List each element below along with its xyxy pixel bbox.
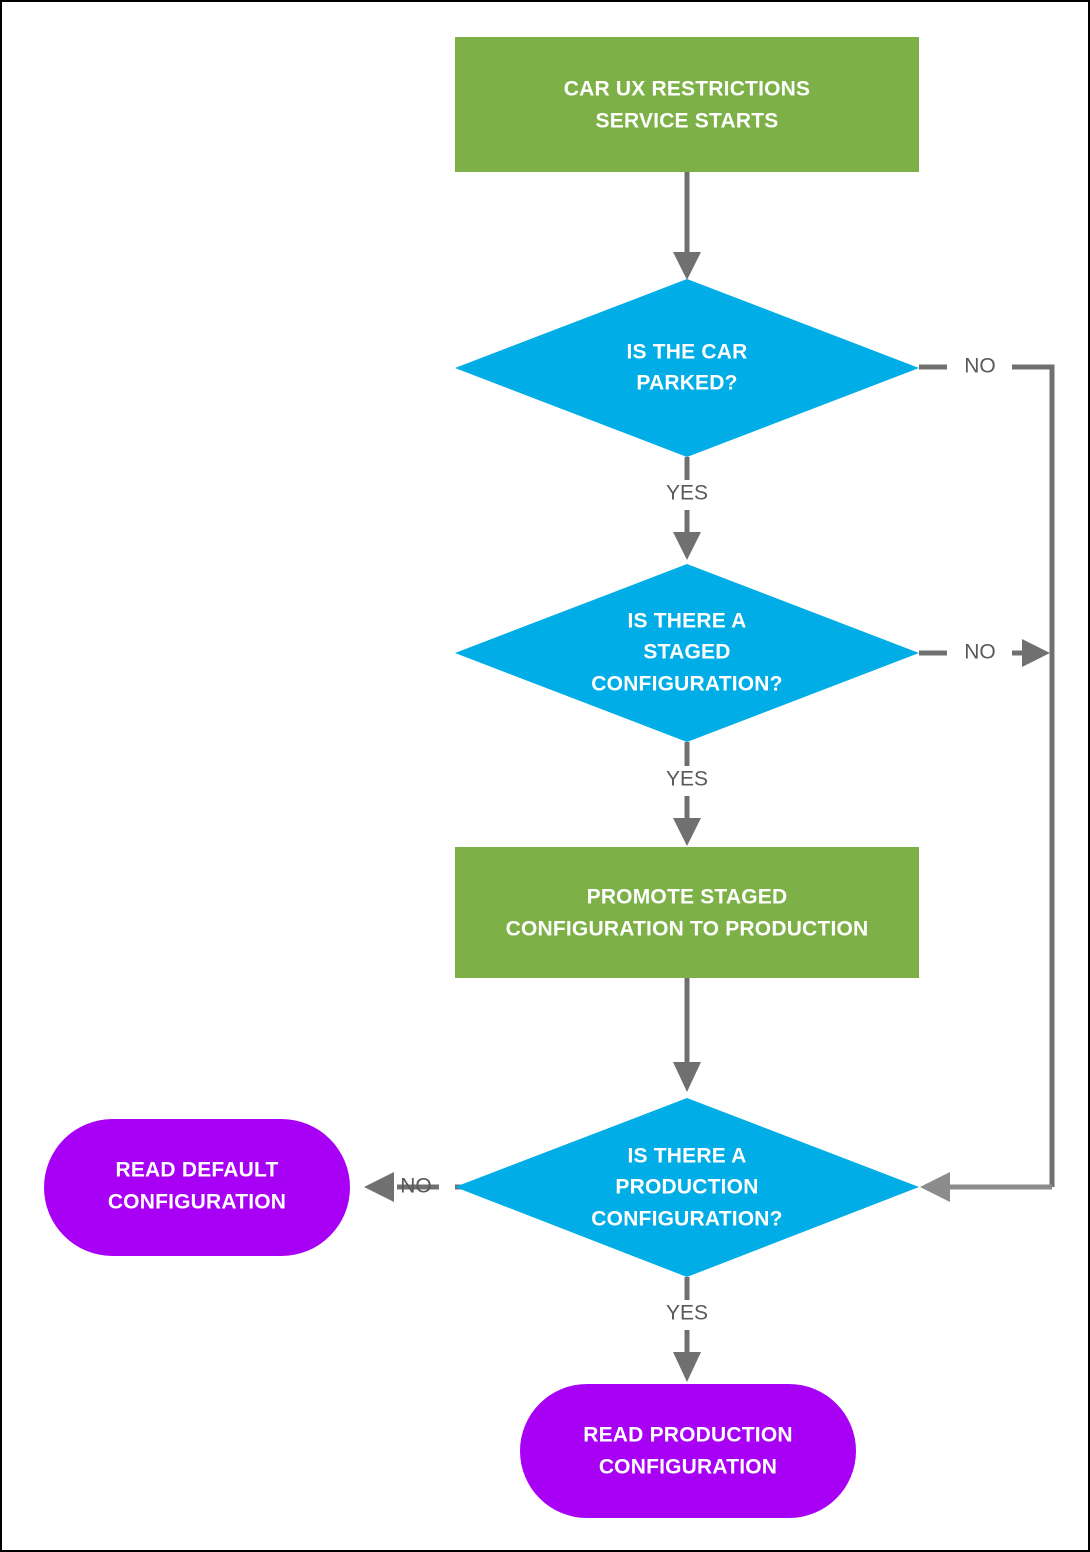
edge-parked-yes: YES bbox=[666, 457, 708, 560]
edge-label-parked-no: NO bbox=[964, 355, 996, 378]
node-decision-staged[interactable]: IS THERE A STAGED CONFIGURATION? bbox=[455, 564, 919, 742]
node-decision-production-line2: PRODUCTION bbox=[615, 1176, 758, 1199]
edge-production-no: NO bbox=[364, 1172, 469, 1202]
arrowhead-parked-yes bbox=[673, 532, 701, 560]
arrowhead-production-yes bbox=[673, 1352, 701, 1382]
node-decision-staged-shape[interactable] bbox=[455, 564, 919, 742]
node-decision-production[interactable]: IS THERE A PRODUCTION CONFIGURATION? bbox=[455, 1098, 919, 1277]
node-read-production[interactable]: READ PRODUCTION CONFIGURATION bbox=[520, 1384, 856, 1518]
edge-staged-yes: YES bbox=[666, 742, 708, 846]
node-decision-parked-line1: IS THE CAR bbox=[626, 341, 747, 364]
arrowhead-rail-production bbox=[920, 1172, 950, 1202]
edge-promote-to-production bbox=[673, 978, 701, 1092]
arrowhead-start-parked bbox=[673, 252, 701, 280]
arrowhead-staged-no bbox=[1022, 639, 1050, 667]
node-read-production-line2: CONFIGURATION bbox=[599, 1456, 777, 1479]
node-read-default-line1: READ DEFAULT bbox=[115, 1159, 278, 1182]
node-decision-staged-line1: IS THERE A bbox=[627, 610, 746, 633]
edge-line-parked-no-rail bbox=[1012, 364, 1055, 1187]
node-start[interactable]: CAR UX RESTRICTIONS SERVICE STARTS bbox=[455, 37, 919, 172]
node-decision-production-line1: IS THERE A bbox=[627, 1145, 746, 1168]
node-promote-line2: CONFIGURATION TO PRODUCTION bbox=[506, 918, 869, 941]
node-start-line1: CAR UX RESTRICTIONS bbox=[564, 78, 810, 101]
node-read-default-shape[interactable] bbox=[44, 1119, 350, 1256]
edge-staged-no: NO bbox=[919, 639, 1050, 667]
node-promote-shape[interactable] bbox=[455, 847, 919, 978]
arrowhead-promote-production bbox=[673, 1062, 701, 1092]
node-start-line2: SERVICE STARTS bbox=[596, 110, 779, 133]
node-decision-staged-line3: CONFIGURATION? bbox=[591, 673, 782, 696]
node-promote[interactable]: PROMOTE STAGED CONFIGURATION TO PRODUCTI… bbox=[455, 847, 919, 978]
node-decision-parked-shape[interactable] bbox=[455, 279, 919, 457]
edge-label-production-yes: YES bbox=[666, 1302, 708, 1325]
node-decision-parked-line2: PARKED? bbox=[636, 372, 737, 395]
edge-start-to-parked bbox=[673, 172, 701, 280]
node-read-production-line1: READ PRODUCTION bbox=[583, 1424, 793, 1447]
arrowhead-production-no bbox=[364, 1172, 394, 1202]
node-start-shape[interactable] bbox=[455, 37, 919, 172]
edge-parked-no: NO bbox=[919, 355, 1055, 1187]
node-read-default-line2: CONFIGURATION bbox=[108, 1191, 286, 1214]
node-decision-parked[interactable]: IS THE CAR PARKED? bbox=[455, 279, 919, 457]
edge-label-parked-yes: YES bbox=[666, 482, 708, 505]
node-promote-line1: PROMOTE STAGED bbox=[587, 886, 788, 909]
edge-label-production-no: NO bbox=[400, 1175, 432, 1198]
arrowhead-staged-yes bbox=[673, 818, 701, 846]
edge-rail-into-production bbox=[920, 1172, 1052, 1202]
node-read-production-shape[interactable] bbox=[520, 1384, 856, 1518]
edge-production-yes: YES bbox=[666, 1277, 708, 1382]
node-decision-production-shape[interactable] bbox=[455, 1098, 919, 1277]
node-decision-production-line3: CONFIGURATION? bbox=[591, 1208, 782, 1231]
node-decision-staged-line2: STAGED bbox=[643, 641, 730, 664]
node-read-default[interactable]: READ DEFAULT CONFIGURATION bbox=[44, 1119, 350, 1256]
edge-label-staged-yes: YES bbox=[666, 768, 708, 791]
edge-label-staged-no: NO bbox=[964, 641, 996, 664]
